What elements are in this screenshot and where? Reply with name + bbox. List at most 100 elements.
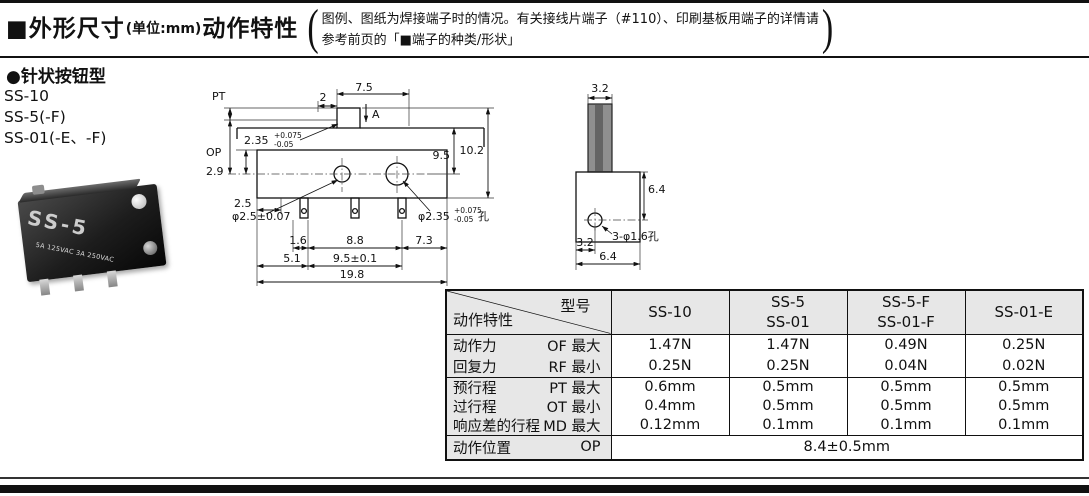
switch-pin-button	[31, 184, 45, 195]
dim-5-1-label: 5.1	[283, 252, 301, 265]
value-cell: 0.6mm 0.4mm 0.12mm	[610, 376, 730, 436]
header-note: ( 图例、图纸为焊接端子时的情况。有关接线片端子（#110）、印刷基板用端子的详…	[304, 1, 836, 55]
top-rule	[0, 0, 1089, 3]
value-cell: 1.47N 0.25N	[728, 333, 848, 378]
dim-2-9-label: 2.9	[206, 165, 224, 178]
table-header-row: 型号 动作特性 SS-10 SS-5 SS-01 SS-5-F SS-01-F …	[445, 289, 1084, 335]
dimension-lines	[227, 91, 491, 285]
pt-label: PT	[212, 90, 226, 103]
side-dimension-lines	[575, 95, 647, 267]
certification-mark-icon	[130, 193, 148, 210]
row-label: 动作位置	[453, 440, 511, 457]
value-cell: 0.25N 0.02N	[964, 333, 1084, 378]
spec-table: 型号 动作特性 SS-10 SS-5 SS-01 SS-5-F SS-01-F …	[445, 289, 1084, 461]
col-header: SS-5 SS-01	[728, 289, 848, 335]
dim-19-8-label: 19.8	[340, 268, 365, 281]
travel-rows: 预行程 PT 最大 过行程 OT 最小 响应差的行程 MD 最大 0.6mm 0…	[445, 376, 1084, 436]
side-dim-3-2-top: 3.2	[591, 82, 609, 95]
model-list: SS-10 SS-5(-F) SS-01(-E、-F)	[4, 86, 106, 149]
plunger-side	[587, 103, 613, 173]
solder-terminals	[299, 197, 407, 219]
col-header: SS-10	[610, 289, 730, 335]
switch-terminal	[39, 278, 51, 296]
switch-model-label: SS-5	[25, 205, 92, 241]
dim-1-6-label: 1.6	[289, 234, 307, 247]
row-label-cell: 动作力 OF 最大 回复力 RF 最小	[445, 333, 612, 378]
row-condition: RF 最小	[548, 359, 601, 376]
hole-right-tol-plus: +0.075	[454, 206, 482, 215]
arrow-a-label: A	[372, 108, 380, 121]
model-item: SS-01(-E、-F)	[4, 129, 107, 147]
product-photo: SS-5 5A 125VAC 3A 250VAC	[8, 176, 178, 300]
dim-8-8-label: 8.8	[346, 234, 364, 247]
paren-close: )	[821, 1, 834, 56]
page-title: ■外形尺寸	[6, 16, 125, 42]
row-label: 过行程	[453, 399, 497, 416]
hole-left-label: φ2.5±0.07	[232, 210, 290, 223]
value-cell: 0.5mm 0.5mm 0.1mm	[964, 376, 1084, 436]
side-center-lines	[584, 208, 648, 232]
value-cell: 0.49N 0.04N	[846, 333, 966, 378]
header-note-line-2: 参考前页的「■端子的种类/形状」	[321, 32, 521, 48]
page-header: ■外形尺寸 (单位:mm) 动作特性 ( 图例、图纸为焊接端子时的情况。有关接线…	[6, 1, 836, 55]
paren-open: (	[307, 1, 319, 56]
side-leader-lines	[601, 225, 613, 235]
dim-7-3-label: 7.3	[415, 234, 433, 247]
row-condition: OP	[580, 439, 601, 456]
dim-7-5-label: 7.5	[355, 81, 373, 94]
dim-9-5b-label: 9.5±0.1	[333, 252, 377, 265]
center-lines	[228, 156, 428, 194]
hole-right-label: φ2.35	[418, 210, 450, 223]
bottom-rule-thin	[0, 477, 1089, 479]
model-item: SS-5(-F)	[4, 108, 66, 126]
dim-2-label: 2	[320, 91, 327, 104]
model-item: SS-10	[4, 87, 49, 105]
side-dim-6-4-right: 6.4	[648, 183, 666, 196]
pin-tol-plus: +0.075	[274, 131, 302, 140]
page-title-2: 动作特性	[202, 16, 299, 42]
dim-9-5-label: 9.5	[433, 149, 451, 162]
diagonal-divider	[447, 291, 611, 334]
dim-2-5-label: 2.5	[234, 197, 252, 210]
header-note-line-1: 图例、图纸为焊接端子时的情况。有关接线片端子（#110）、印刷基板用端子的详情请	[321, 12, 819, 28]
switch-body: SS-5 5A 125VAC 3A 250VAC	[17, 178, 167, 296]
row-condition: PT 最大	[549, 380, 601, 397]
corner-label-model: 型号	[560, 297, 591, 315]
certification-mark-icon	[142, 240, 159, 256]
col-header: SS-5-F SS-01-F	[846, 289, 966, 335]
operating-position-row: 动作位置 OP 8.4±0.5mm	[445, 434, 1084, 461]
header-note-text: 图例、图纸为焊接端子时的情况。有关接线片端子（#110）、印刷基板用端子的详情请…	[322, 7, 819, 50]
side-dim-3-2-bottom: 3.2	[576, 236, 594, 249]
value-cell: 1.47N 0.25N	[610, 333, 730, 378]
operating-position-value: 8.4±0.5mm	[610, 434, 1084, 461]
value-cell: 0.5mm 0.5mm 0.1mm	[728, 376, 848, 436]
title-unit: (单位:mm)	[125, 21, 202, 37]
row-label: 动作力	[453, 338, 497, 355]
force-rows: 动作力 OF 最大 回复力 RF 最小 1.47N 0.25N 1.47N 0.…	[445, 333, 1084, 378]
row-condition: OF 最大	[547, 338, 601, 355]
row-label-cell: 动作位置 OP	[445, 434, 612, 461]
side-dimension-drawing: 3.2 6.4 3-φ1.6孔 3.2 6.4	[575, 82, 666, 270]
row-condition: OT 最小	[546, 399, 601, 416]
section-heading: ●针状按钮型	[6, 67, 106, 87]
switch-terminal	[106, 270, 118, 288]
op-label: OP	[206, 146, 222, 159]
switch-terminal	[73, 274, 84, 292]
leader-lines	[265, 123, 431, 215]
header-rule	[0, 56, 1089, 58]
row-label: 响应差的行程	[453, 418, 540, 435]
row-condition: MD 最大	[543, 418, 601, 435]
dim-10-2-label: 10.2	[460, 144, 485, 157]
col-header: SS-01-E	[964, 289, 1084, 335]
switch-rating-label: 5A 125VAC 3A 250VAC	[35, 240, 115, 264]
side-dim-6-4-bottom: 6.4	[599, 250, 617, 263]
front-dimension-drawing: PT OP 2 7.5 A 2.35 +0.075 -0.05 2.9 2.5 …	[206, 81, 494, 286]
pin-diameter-label: 2.35	[244, 134, 269, 147]
corner-label-characteristic: 动作特性	[453, 310, 514, 329]
row-label: 预行程	[453, 380, 497, 397]
pin-tol-minus: -0.05	[274, 140, 294, 149]
row-label-cell: 预行程 PT 最大 过行程 OT 最小 响应差的行程 MD 最大	[445, 376, 612, 436]
hole-right-suffix: 孔	[478, 210, 489, 223]
row-label: 回复力	[453, 359, 497, 376]
value-cell: 0.5mm 0.5mm 0.1mm	[846, 376, 966, 436]
